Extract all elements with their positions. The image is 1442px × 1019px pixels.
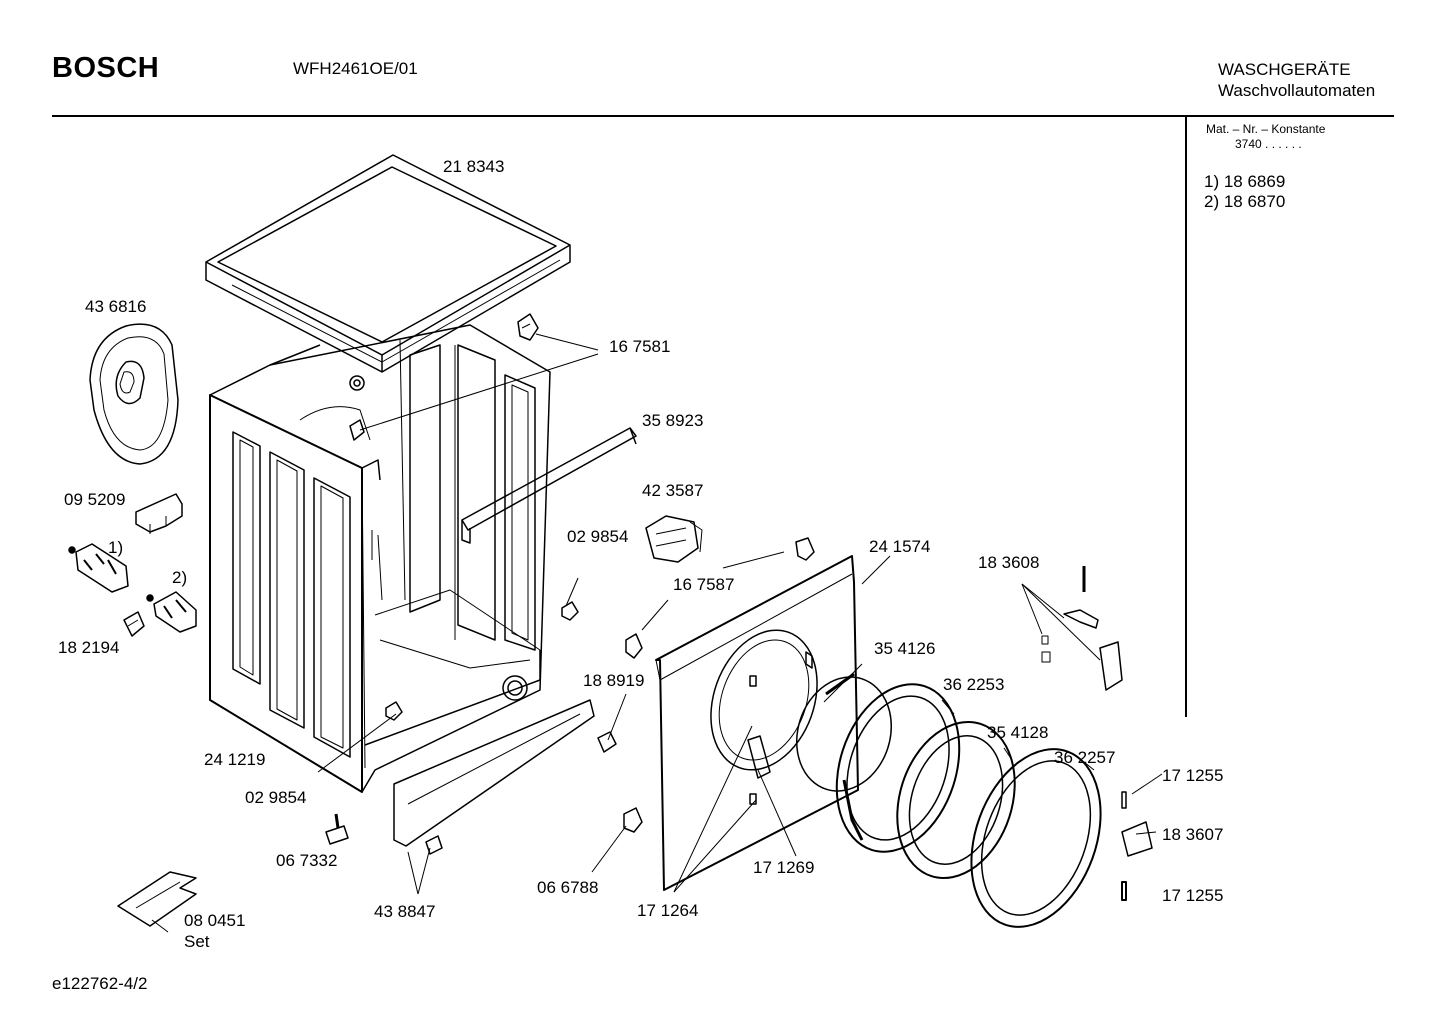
label-17-1255-top: 17 1255 xyxy=(1162,766,1224,785)
label-24-1574: 24 1574 xyxy=(869,537,931,556)
drawing-id: e122762-4/2 xyxy=(52,974,148,993)
label-18-3608: 18 3608 xyxy=(978,553,1040,572)
material-constant: Mat. – Nr. – Konstante 3740 . . . . . . xyxy=(1206,122,1325,152)
clamp-part xyxy=(135,493,183,534)
mat-label: Mat. – Nr. – Konstante xyxy=(1206,122,1326,136)
label-16-7587: 16 7587 xyxy=(673,575,735,594)
label-set: Set xyxy=(184,932,210,951)
cap-18-2194 xyxy=(123,611,145,637)
label-02-9854-bottom: 02 9854 xyxy=(245,788,307,807)
motor-assembly-2 xyxy=(146,591,197,633)
label-18-3607: 18 3607 xyxy=(1162,825,1224,844)
label-35-4126: 35 4126 xyxy=(874,639,936,658)
label-43-8847: 43 8847 xyxy=(374,902,436,921)
bushing-02-9854-b xyxy=(385,701,403,721)
category-line-1: WASCHGERÄTE xyxy=(1218,60,1351,79)
label-16-7581: 16 7581 xyxy=(609,337,671,356)
door-outer-frame xyxy=(970,748,1102,928)
front-panel xyxy=(655,555,859,891)
leader-lines xyxy=(151,333,1163,933)
mat-value: 3740 . . . . . . xyxy=(1235,137,1302,151)
label-43-6816: 43 6816 xyxy=(85,297,147,316)
variant-1: 1) 18 6869 xyxy=(1204,172,1286,191)
bushing-02-9854-a xyxy=(561,601,579,621)
rear-cover xyxy=(89,323,179,465)
foot-06-6788 xyxy=(623,807,643,833)
worktop-lid xyxy=(205,154,571,373)
cross-brace xyxy=(461,427,637,544)
label-17-1264: 17 1264 xyxy=(637,901,699,920)
label-06-6788: 06 6788 xyxy=(537,878,599,897)
label-18-2194: 18 2194 xyxy=(58,638,120,657)
model-number: WFH2461OE/01 xyxy=(293,59,418,78)
hinge-part xyxy=(349,313,815,659)
label-02-9854-top: 02 9854 xyxy=(567,527,629,546)
label-21-8343: 21 8343 xyxy=(443,157,505,176)
hinge-pin-bottom xyxy=(1121,881,1127,901)
plinth-panel xyxy=(393,699,595,855)
label-variant-1-marker: 1) xyxy=(108,538,124,557)
foot-06-7332 xyxy=(325,813,349,845)
label-24-1219: 24 1219 xyxy=(204,750,266,769)
label-36-2257: 36 2257 xyxy=(1054,748,1116,767)
variant-list: 1) 18 6869 2) 18 6870 xyxy=(1204,172,1285,212)
door-lock xyxy=(645,515,703,563)
label-35-4128: 35 4128 xyxy=(987,723,1049,742)
label-09-5209: 09 5209 xyxy=(64,490,126,509)
hinge-set xyxy=(1041,566,1123,691)
label-35-8923: 35 8923 xyxy=(642,411,704,430)
hinge-pin-top xyxy=(1121,791,1127,809)
label-06-7332: 06 7332 xyxy=(276,851,338,870)
side-divider xyxy=(1185,117,1187,717)
category-title: WASCHGERÄTE Waschvollautomaten xyxy=(1218,59,1375,101)
label-18-8919: 18 8919 xyxy=(583,671,645,690)
label-08-0451: 08 0451 xyxy=(184,911,246,930)
label-17-1269: 17 1269 xyxy=(753,858,815,877)
label-variant-2-marker: 2) xyxy=(172,568,188,587)
plug-18-8919 xyxy=(597,731,617,753)
door-handle xyxy=(1121,821,1153,857)
transport-tool xyxy=(117,871,197,927)
brand-logo: BOSCH xyxy=(52,52,160,84)
header-rule xyxy=(52,115,1394,117)
variant-2: 2) 18 6870 xyxy=(1204,192,1286,211)
door-inner-frame xyxy=(835,683,961,853)
label-36-2253: 36 2253 xyxy=(943,675,1005,694)
label-42-3587: 42 3587 xyxy=(642,481,704,500)
door-glass xyxy=(896,720,1016,880)
label-17-1255-bottom: 17 1255 xyxy=(1162,886,1224,905)
cabinet-body xyxy=(209,324,551,793)
motor-assembly-1 xyxy=(68,543,129,593)
category-line-2: Waschvollautomaten xyxy=(1218,81,1376,100)
